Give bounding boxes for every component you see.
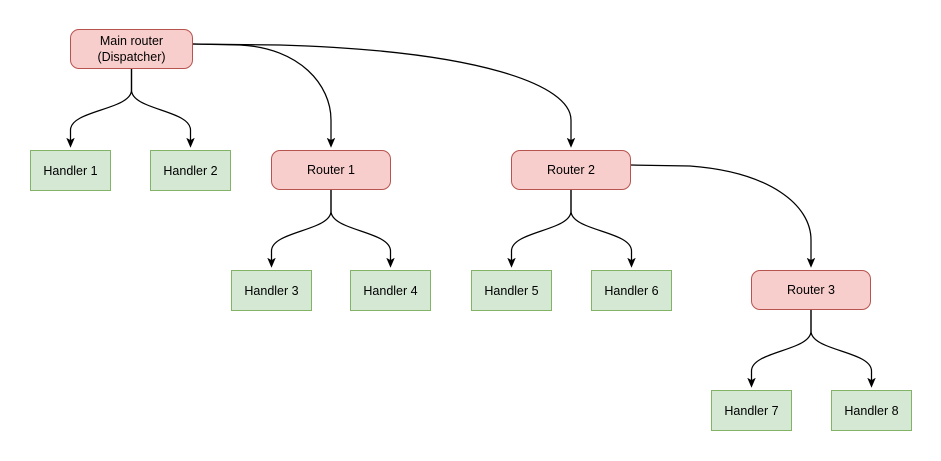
node-label-router-3: Router 3 bbox=[787, 283, 835, 297]
edge-router-3-to-handler-7 bbox=[747, 309, 812, 388]
node-label-handler-4: Handler 4 bbox=[363, 283, 418, 298]
edge-router-1-to-handler-4 bbox=[330, 189, 395, 268]
node-label-handler-7: Handler 7 bbox=[724, 403, 779, 418]
node-handler-5[interactable]: Handler 5 bbox=[471, 270, 552, 311]
node-label-handler-5: Handler 5 bbox=[484, 283, 539, 298]
edges-group bbox=[66, 43, 876, 388]
node-handler-4[interactable]: Handler 4 bbox=[350, 270, 431, 311]
node-label-handler-6: Handler 6 bbox=[604, 283, 659, 298]
edge-main-router-to-handler-2 bbox=[130, 68, 195, 148]
edge-main-router-to-handler-1 bbox=[66, 68, 133, 148]
node-router-3[interactable]: Router 3 bbox=[751, 270, 871, 310]
node-label-handler-2: Handler 2 bbox=[163, 163, 218, 178]
edge-router-3-to-handler-8 bbox=[810, 309, 876, 388]
node-label-router-2: Router 2 bbox=[547, 163, 595, 177]
node-label-main-router: Main router (Dispatcher) bbox=[97, 34, 166, 64]
node-handler-2[interactable]: Handler 2 bbox=[150, 150, 231, 191]
edge-router-2-to-handler-6 bbox=[570, 189, 636, 268]
node-handler-1[interactable]: Handler 1 bbox=[30, 150, 111, 191]
node-label-handler-1: Handler 1 bbox=[43, 163, 98, 178]
node-handler-6[interactable]: Handler 6 bbox=[591, 270, 672, 311]
node-handler-7[interactable]: Handler 7 bbox=[711, 390, 792, 431]
node-label-handler-3: Handler 3 bbox=[244, 283, 299, 298]
node-label-router-1: Router 1 bbox=[307, 163, 355, 177]
node-label-handler-8: Handler 8 bbox=[844, 403, 899, 418]
edge-router-1-to-handler-3 bbox=[267, 189, 332, 268]
node-router-1[interactable]: Router 1 bbox=[271, 150, 391, 190]
node-handler-8[interactable]: Handler 8 bbox=[831, 390, 912, 431]
edge-router-2-to-router-3 bbox=[630, 164, 816, 268]
edge-router-2-to-handler-5 bbox=[507, 189, 572, 268]
node-main-router[interactable]: Main router (Dispatcher) bbox=[70, 29, 193, 69]
edge-main-router-to-router-1 bbox=[192, 43, 336, 148]
node-router-2[interactable]: Router 2 bbox=[511, 150, 631, 190]
edge-main-router-to-router-2 bbox=[192, 43, 576, 148]
node-handler-3[interactable]: Handler 3 bbox=[231, 270, 312, 311]
